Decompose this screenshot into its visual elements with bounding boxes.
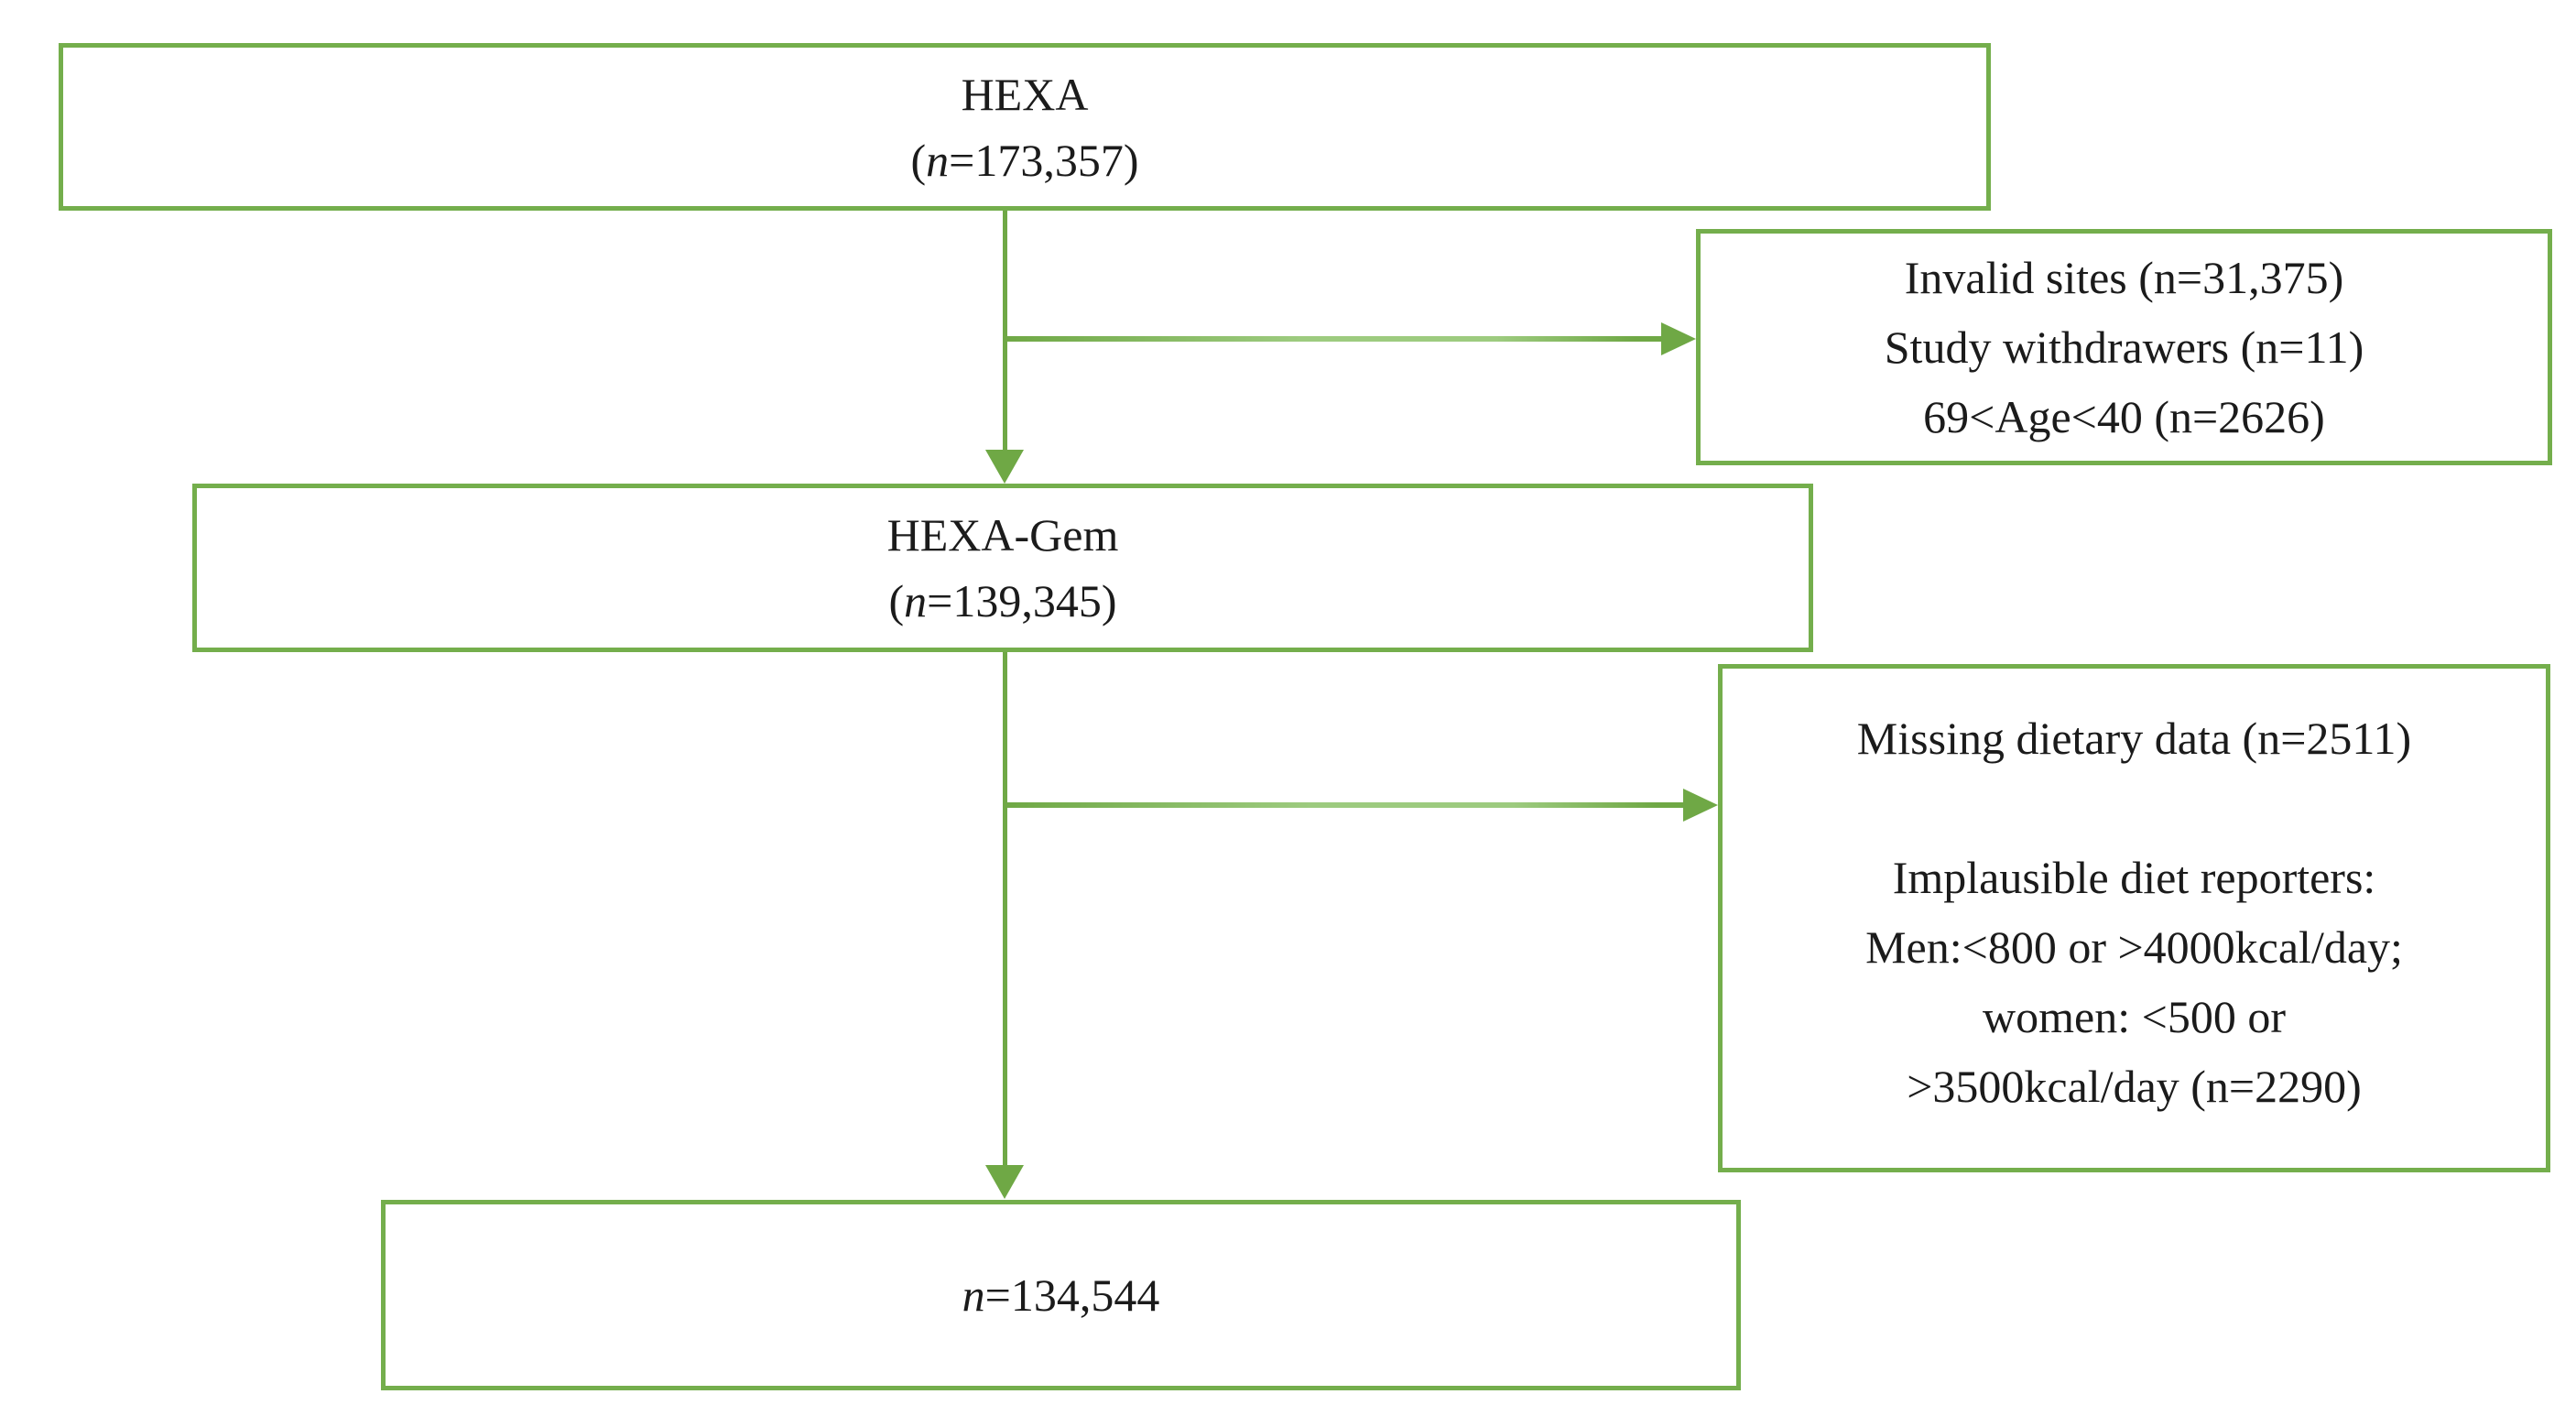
connector-hexagem-to-final <box>1003 652 1007 1165</box>
hexa-count: (n=173,357) <box>910 127 1138 193</box>
hexagem-box: HEXA-Gem (n=139,345) <box>192 484 1813 652</box>
exclusion2-line: women: <500 or <box>1983 991 2286 1042</box>
exclusion1-line: Invalid sites (n=31,375) <box>1904 252 2344 303</box>
exclusion2-line: Implausible diet reporters: <box>1892 852 2376 903</box>
connector-hexa-to-hexagem <box>1003 211 1007 450</box>
right-arrowhead-icon <box>1683 789 1718 822</box>
exclusion1-line: Study withdrawers (n=11) <box>1884 321 2364 373</box>
hexa-title: HEXA <box>961 68 1089 120</box>
exclusion1-box: Invalid sites (n=31,375) Study withdrawe… <box>1696 229 2552 465</box>
exclusion2-box: Missing dietary data (n=2511) Implausibl… <box>1718 664 2550 1172</box>
hexa-count-rest: =173,357) <box>949 134 1139 186</box>
down-arrowhead-icon <box>985 450 1024 484</box>
hexagem-count: (n=139,345) <box>888 568 1116 634</box>
hexa-count-open: ( <box>910 134 927 186</box>
connector-to-exclusion2 <box>1005 802 1683 808</box>
exclusion1-line: 69<Age<40 (n=2626) <box>1923 391 2325 442</box>
right-arrowhead-icon <box>1661 322 1696 355</box>
hexagem-title: HEXA-Gem <box>886 509 1119 561</box>
hexa-count-n: n <box>926 134 950 186</box>
exclusion2-line: Men:<800 or >4000kcal/day; <box>1865 921 2403 973</box>
final-count-rest: =134,544 <box>984 1269 1160 1321</box>
final-count: n=134,544 <box>962 1262 1160 1328</box>
final-count-n: n <box>962 1269 985 1321</box>
exclusion2-paragraph2: Implausible diet reporters: Men:<800 or … <box>1865 843 2403 1121</box>
hexagem-count-n: n <box>904 575 928 626</box>
hexagem-count-open: ( <box>888 575 905 626</box>
hexa-box: HEXA (n=173,357) <box>59 43 1991 211</box>
connector-to-exclusion1 <box>1005 336 1661 342</box>
exclusion2-line: >3500kcal/day (n=2290) <box>1907 1061 2362 1112</box>
down-arrowhead-icon <box>985 1165 1024 1199</box>
final-count-box: n=134,544 <box>381 1200 1741 1390</box>
hexagem-count-rest: =139,345) <box>927 575 1117 626</box>
exclusion2-line1: Missing dietary data (n=2511) <box>1856 713 2412 764</box>
